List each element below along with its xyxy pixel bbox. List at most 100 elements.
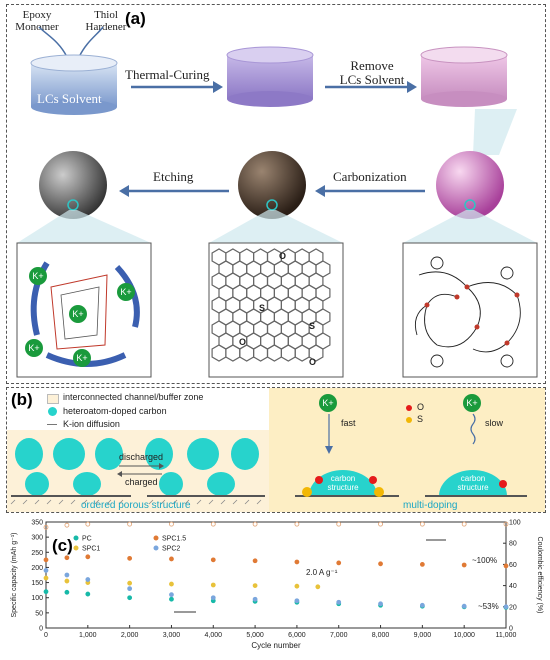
data-point — [336, 560, 342, 566]
data-point — [43, 524, 49, 530]
porous-bg — [7, 430, 269, 512]
data-point — [294, 521, 300, 527]
atom-label-s: S — [259, 303, 266, 313]
data-point — [169, 592, 174, 598]
data-point — [210, 557, 216, 563]
thiol-arrow — [78, 26, 104, 58]
data-point — [461, 562, 467, 568]
data-point — [210, 521, 216, 527]
slow-label: slow — [485, 418, 504, 428]
ce-annotation: ~100% — [472, 556, 498, 565]
legend-carbon-swatch — [48, 407, 57, 416]
porous-caption: ordered porous structure — [81, 500, 191, 511]
legend-label: SPC1 — [82, 546, 100, 553]
epoxy-arrow — [38, 26, 68, 58]
data-point — [294, 559, 300, 565]
y2-tick-label: 0 — [509, 626, 513, 633]
carbon-sphere — [238, 151, 306, 219]
x-tick-label: 8,000 — [372, 632, 390, 639]
panel-a: (a) Epoxy Monomer Thiol Hardener — [6, 4, 546, 384]
legend-label: PC — [82, 536, 92, 543]
legend-label: SPC2 — [162, 546, 180, 553]
data-point — [64, 522, 70, 528]
data-point — [169, 596, 174, 602]
x-tick-label: 1,000 — [79, 632, 97, 639]
atom-label-o: O — [279, 251, 287, 261]
panel-a-label: (a) — [125, 9, 146, 28]
data-point — [461, 603, 467, 609]
panel-a-graphics — [16, 26, 538, 378]
y-tick-label: 150 — [31, 580, 43, 587]
data-point — [503, 521, 509, 527]
data-point — [127, 521, 133, 527]
beaker-cured — [226, 46, 314, 107]
data-point — [252, 558, 258, 564]
x-tick-label: 10,000 — [453, 632, 475, 639]
thermal-curing-label: Thermal-Curing — [125, 67, 210, 82]
k-ion: K+ — [73, 349, 91, 367]
x-axis-label: Cycle number — [251, 641, 301, 650]
panel-b-label: (b) — [11, 390, 33, 409]
graphene-lattice — [211, 248, 331, 362]
y-tick-label: 50 — [35, 610, 43, 617]
data-point — [64, 572, 70, 578]
data-point — [252, 596, 258, 602]
x-tick-label: 5,000 — [246, 632, 264, 639]
data-point — [336, 521, 342, 527]
data-point — [127, 555, 133, 561]
charged-label: charged — [125, 477, 158, 487]
data-point — [503, 563, 509, 569]
legend-diffusion-swatch — [47, 424, 57, 425]
y2-tick-label: 60 — [509, 562, 517, 569]
atom-label-s: S — [309, 321, 316, 331]
etched-sphere — [39, 151, 107, 219]
data-point — [169, 521, 174, 527]
legend-marker — [153, 545, 159, 551]
k-ion: K+ — [25, 339, 43, 357]
panel-b: (b) interconnected channel/buffer zone h… — [6, 387, 546, 513]
x-tick-label: 6,000 — [288, 632, 306, 639]
legend-channel-swatch — [47, 394, 59, 404]
x-tick-label: 11,000 — [496, 632, 517, 639]
carbonization-label: Carbonization — [333, 169, 407, 184]
data-point — [419, 562, 425, 567]
y-tick-label: 0 — [39, 626, 43, 633]
legend-carbon: heteroatom-doped carbon — [63, 406, 167, 416]
multidoping-caption: multi-doping — [403, 500, 458, 511]
legend-marker — [73, 545, 79, 551]
data-point — [294, 598, 300, 604]
data-point — [315, 584, 321, 590]
data-point — [210, 582, 216, 588]
remove-solvent-label: Remove LCs Solvent — [339, 58, 405, 87]
y2-tick-label: 20 — [509, 604, 517, 611]
x-tick-label: 7,000 — [330, 632, 348, 639]
data-point — [169, 581, 174, 587]
polymer-sphere — [436, 151, 504, 219]
data-point — [378, 521, 383, 527]
data-point — [419, 521, 425, 527]
data-point — [85, 521, 91, 527]
polymer-network — [414, 256, 521, 368]
legend-marker — [73, 535, 79, 541]
data-point — [43, 568, 49, 573]
data-point — [378, 561, 383, 567]
data-point — [64, 589, 70, 595]
k-ion: K+ — [69, 305, 87, 323]
data-point — [461, 521, 467, 527]
beaker-label: LCs Solvent — [37, 91, 102, 106]
y-tick-label: 100 — [31, 595, 43, 602]
y-axis-label: Specific capacity (mAh g⁻¹) — [11, 533, 18, 618]
legend-channel: interconnected channel/buffer zone — [63, 392, 204, 402]
data-point — [64, 578, 70, 584]
y2-axis-label: Coulombic efficiency (%) — [536, 537, 543, 614]
legend-marker — [153, 535, 159, 541]
data-point — [252, 583, 258, 588]
data-point — [169, 556, 174, 562]
data-point — [503, 604, 509, 610]
k-ion: K+ — [117, 283, 135, 301]
data-point — [85, 591, 91, 597]
k-ion-slow: K+ — [463, 394, 481, 412]
discharged-label: discharged — [119, 452, 164, 462]
y2-tick-label: 40 — [509, 583, 517, 590]
